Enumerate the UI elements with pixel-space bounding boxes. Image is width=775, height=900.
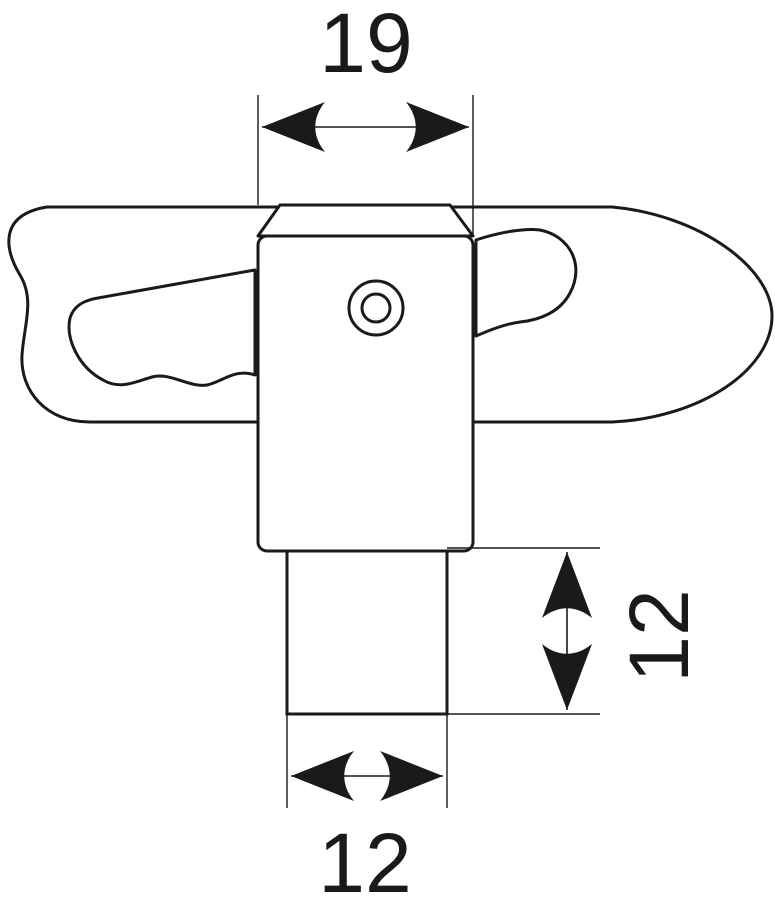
- dim-top-arrow-left: [262, 102, 325, 152]
- dimension-top: 19: [262, 0, 469, 152]
- dimension-side: 12: [542, 552, 706, 710]
- dim-bottom-label: 12: [318, 816, 411, 900]
- grip-cutout: [67, 228, 578, 387]
- body-top-chamfer: [256, 203, 475, 238]
- dim-bottom-arrow-right: [380, 751, 443, 801]
- screw-inner: [360, 292, 392, 324]
- dim-bottom-arrow-left: [291, 751, 354, 801]
- dim-top-arrow-right: [406, 102, 469, 152]
- dim-side-label: 12: [612, 589, 706, 682]
- body: [256, 203, 475, 553]
- dim-side-arrow-top: [542, 552, 592, 618]
- extension-lines: [257, 95, 600, 808]
- dimension-bottom: 12: [291, 751, 443, 900]
- dim-top-label: 19: [319, 0, 412, 90]
- dim-side-arrow-bottom: [542, 644, 592, 710]
- body-rect: [256, 234, 475, 553]
- stem: [285, 546, 449, 716]
